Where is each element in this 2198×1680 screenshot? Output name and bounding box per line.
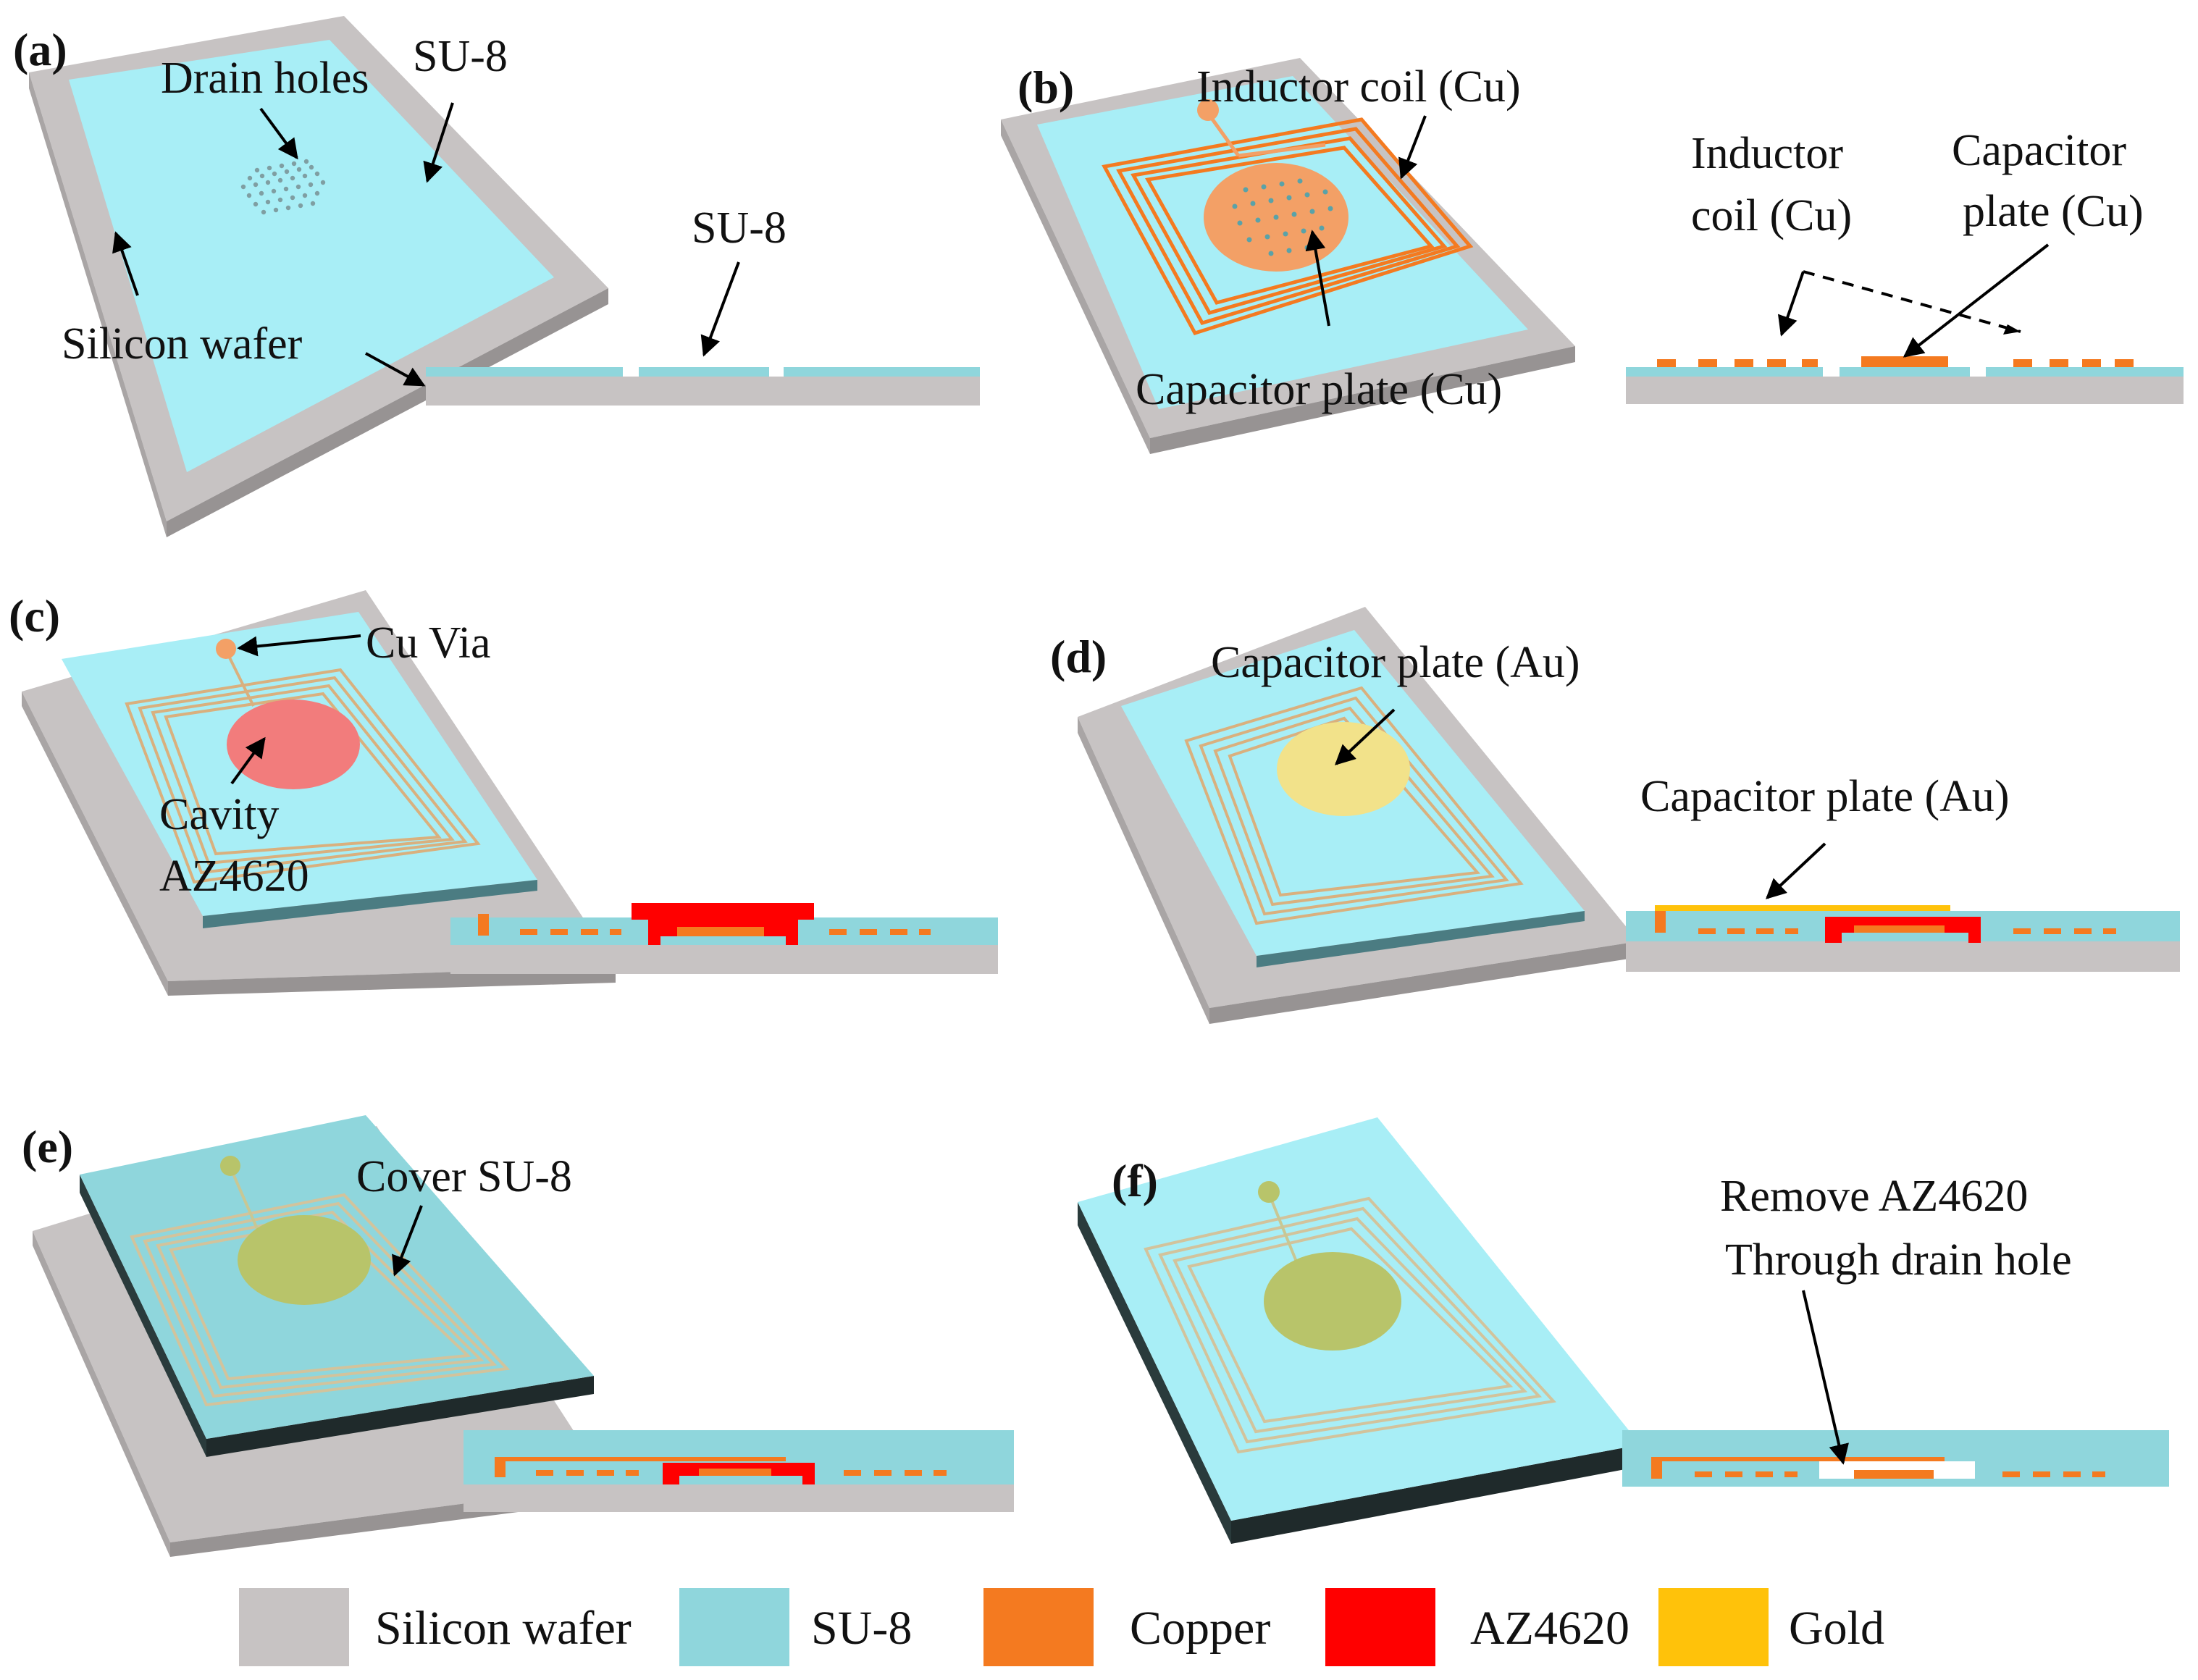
panel-f: (f) Remove AZ4620 Through drain hole: [1078, 1117, 2169, 1544]
label-inductor-cross-1: Inductor: [1691, 129, 1843, 178]
cover-su8-front: [1231, 1445, 1640, 1544]
label-silicon-wafer: Silicon wafer: [62, 319, 303, 369]
label-capacitor-plate: Capacitor plate (Cu): [1136, 365, 1502, 414]
cross-section-c: [450, 903, 998, 974]
legend-swatch-copper: [983, 1588, 1094, 1666]
silicon-wafer-front: [1150, 346, 1575, 454]
panel-b: (b) Inductor coil (Cu) Capacitor plate (…: [1001, 58, 2184, 454]
label-cu-via: Cu Via: [366, 618, 491, 668]
coil-lead: [229, 1167, 262, 1238]
silicon-wafer-side: [33, 1231, 170, 1557]
label-cover-su8: Cover SU-8: [356, 1152, 572, 1201]
panel-label-f: (f): [1112, 1155, 1158, 1206]
cross-section-a: [426, 367, 980, 406]
label-remove-1: Remove AZ4620: [1720, 1172, 2028, 1221]
silicon-wafer-side: [1001, 119, 1150, 454]
via-pad: [1258, 1181, 1280, 1203]
silicon-wafer-side: [29, 72, 167, 537]
panel-label-d: (d): [1050, 631, 1107, 682]
capacitor-plate: [1264, 1252, 1401, 1351]
cu-via-pad: [216, 639, 236, 659]
panel-label-c: (c): [9, 590, 60, 642]
label-remove-2: Through drain hole: [1725, 1235, 2072, 1285]
cross-section-f: [1622, 1430, 2169, 1487]
capacitor-plate-au: [1277, 722, 1410, 816]
cover-su8-side: [1078, 1202, 1231, 1544]
silicon-wafer-front: [167, 288, 608, 537]
coil-lead: [225, 650, 255, 707]
legend-swatch-az4620: [1325, 1588, 1435, 1666]
coil-lead-bar: [1238, 143, 1326, 158]
drain-holes-array: [240, 159, 326, 215]
panel-label-e: (e): [22, 1121, 73, 1172]
silicon-wafer-side: [1078, 717, 1209, 1024]
legend: Silicon wafer SU-8 Copper AZ4620 Gold: [239, 1588, 1884, 1666]
panel-a: (a) Drain holes SU-8 SU-8 Silicon wafer: [13, 16, 980, 537]
label-inductor-cross-2: coil (Cu): [1691, 191, 1852, 240]
label-capacitor-plate-au: Capacitor plate (Au): [1211, 638, 1580, 687]
capacitor-plate: [238, 1215, 371, 1305]
panel-d: (d) Capacitor plate (Au) Capacitor plate…: [1050, 607, 2180, 1024]
label-su8-cross: SU-8: [692, 203, 787, 253]
su8-layer-top: [69, 40, 554, 472]
via-pad: [220, 1156, 240, 1176]
label-capacitor-cross-1: Capacitor: [1952, 126, 2126, 175]
cross-section-e: [463, 1430, 1014, 1512]
legend-label-su8: SU-8: [811, 1602, 912, 1655]
label-capacitor-cross-au: Capacitor plate (Au): [1640, 772, 2010, 821]
panel-label-b: (b): [1018, 62, 1074, 113]
plate-drain-holes: [1232, 178, 1333, 256]
inductor-coil: [1144, 1196, 1556, 1454]
legend-swatch-su8: [679, 1588, 789, 1666]
cross-section-d: [1626, 905, 2180, 972]
legend-label-copper: Copper: [1130, 1602, 1270, 1655]
label-su8-top: SU-8: [413, 32, 508, 81]
cover-su8-front: [206, 1376, 594, 1457]
su8-layer-side: [1257, 911, 1585, 967]
panel-label-a: (a): [13, 24, 67, 75]
silicon-wafer-side: [22, 692, 168, 996]
label-inductor-coil: Inductor coil (Cu): [1196, 62, 1521, 112]
legend-label-az4620: AZ4620: [1470, 1602, 1629, 1655]
legend-label-gold: Gold: [1789, 1602, 1884, 1655]
label-cavity-2: AZ4620: [159, 852, 309, 901]
panel-e: (e) Cover SU-8: [22, 1115, 1014, 1557]
legend-swatch-gold: [1658, 1588, 1769, 1666]
panel-c: (c) Cu Via Cavity AZ4620: [9, 590, 998, 996]
legend-label-silicon: Silicon wafer: [375, 1602, 632, 1655]
coil-lead: [1267, 1193, 1298, 1262]
cover-su8-side: [80, 1175, 206, 1457]
cross-section-b: [1626, 356, 2184, 404]
legend-swatch-silicon: [239, 1588, 349, 1666]
silicon-wafer-front: [1209, 941, 1638, 1024]
via-pad: [1197, 99, 1219, 121]
label-capacitor-cross-2: plate (Cu): [1963, 187, 2144, 236]
su8-layer-side: [203, 880, 537, 928]
label-cavity-1: Cavity: [159, 790, 279, 839]
label-drain-holes: Drain holes: [161, 54, 369, 103]
cavity-az4620: [227, 700, 360, 789]
inductor-coil: [125, 668, 481, 884]
